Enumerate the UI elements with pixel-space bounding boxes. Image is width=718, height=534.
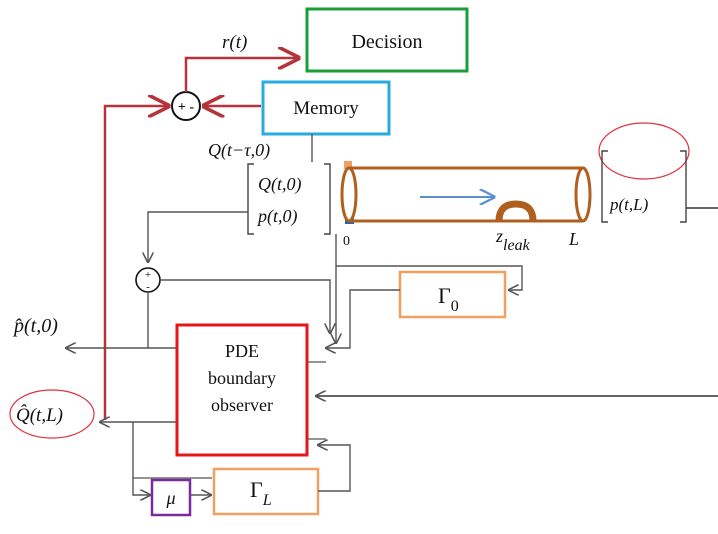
gamma0-label: Γ0: [438, 283, 459, 315]
pipe-end-label: L: [568, 229, 579, 249]
gammaL-to-observer-line: [318, 445, 351, 492]
observer-label-line3: observer: [211, 395, 273, 415]
inlet-to-gamma0-line: [336, 265, 523, 290]
left-junction-plus: +: [145, 269, 151, 281]
top-summing-junction: + -: [171, 91, 201, 121]
gammaL-gain-block: ΓL: [212, 467, 320, 516]
outlet-pressure-label: p(t,L): [609, 195, 649, 214]
junction-error-to-observer-line: [160, 279, 330, 333]
mu-label: μ: [165, 488, 175, 508]
residual-to-decision-arrow: [184, 58, 298, 92]
flow-estimate-highlight-circle: [9, 389, 95, 439]
outlet-highlight-circle: [598, 122, 690, 180]
inlet-pressure-to-junction-line: [148, 211, 248, 262]
inlet-flow-label: Q(t,0): [258, 174, 302, 195]
left-junction-minus: -: [146, 281, 150, 293]
observer-label-line2: boundary: [208, 368, 276, 388]
gamma0-gain-block: Γ0: [398, 270, 507, 319]
delayed-flow-label: Q(t−τ,0): [208, 140, 270, 161]
memory-label: Memory: [293, 98, 359, 119]
top-junction-signs: + -: [178, 100, 194, 115]
outlet-measurement-vector: p(t,L): [598, 122, 718, 223]
pipeline: 0 L zleak: [340, 161, 592, 254]
gamma0-to-observer-line: [326, 289, 400, 348]
inlet-pressure-label: p(t,0): [256, 206, 298, 227]
leak-indicator: [495, 200, 537, 222]
memory-block: Memory: [261, 80, 391, 136]
decision-label: Decision: [351, 31, 422, 53]
observer-estimate-feedback-arrow: [103, 106, 168, 420]
pipe-origin-label: 0: [343, 234, 350, 249]
decision-block: Decision: [305, 7, 469, 73]
observer-label-line1: PDE: [225, 341, 259, 361]
inlet-measurement-vector: Q(t,0) p(t,0): [247, 163, 331, 235]
pde-boundary-observer-block: PDE boundary observer: [175, 323, 309, 457]
flow-estimate-to-mu-line: [132, 422, 150, 495]
left-summing-junction: + -: [135, 267, 161, 293]
residual-signal-label: r(t): [222, 32, 247, 53]
leak-position-label: zleak: [495, 226, 531, 254]
pressure-estimate-label: p̂(t,0): [12, 315, 58, 337]
mu-block: μ: [150, 478, 192, 517]
flow-estimate-label: Q̂(t,L): [16, 405, 63, 426]
gammaL-label: ΓL: [250, 477, 272, 509]
inlet-marker-top: [344, 161, 352, 169]
